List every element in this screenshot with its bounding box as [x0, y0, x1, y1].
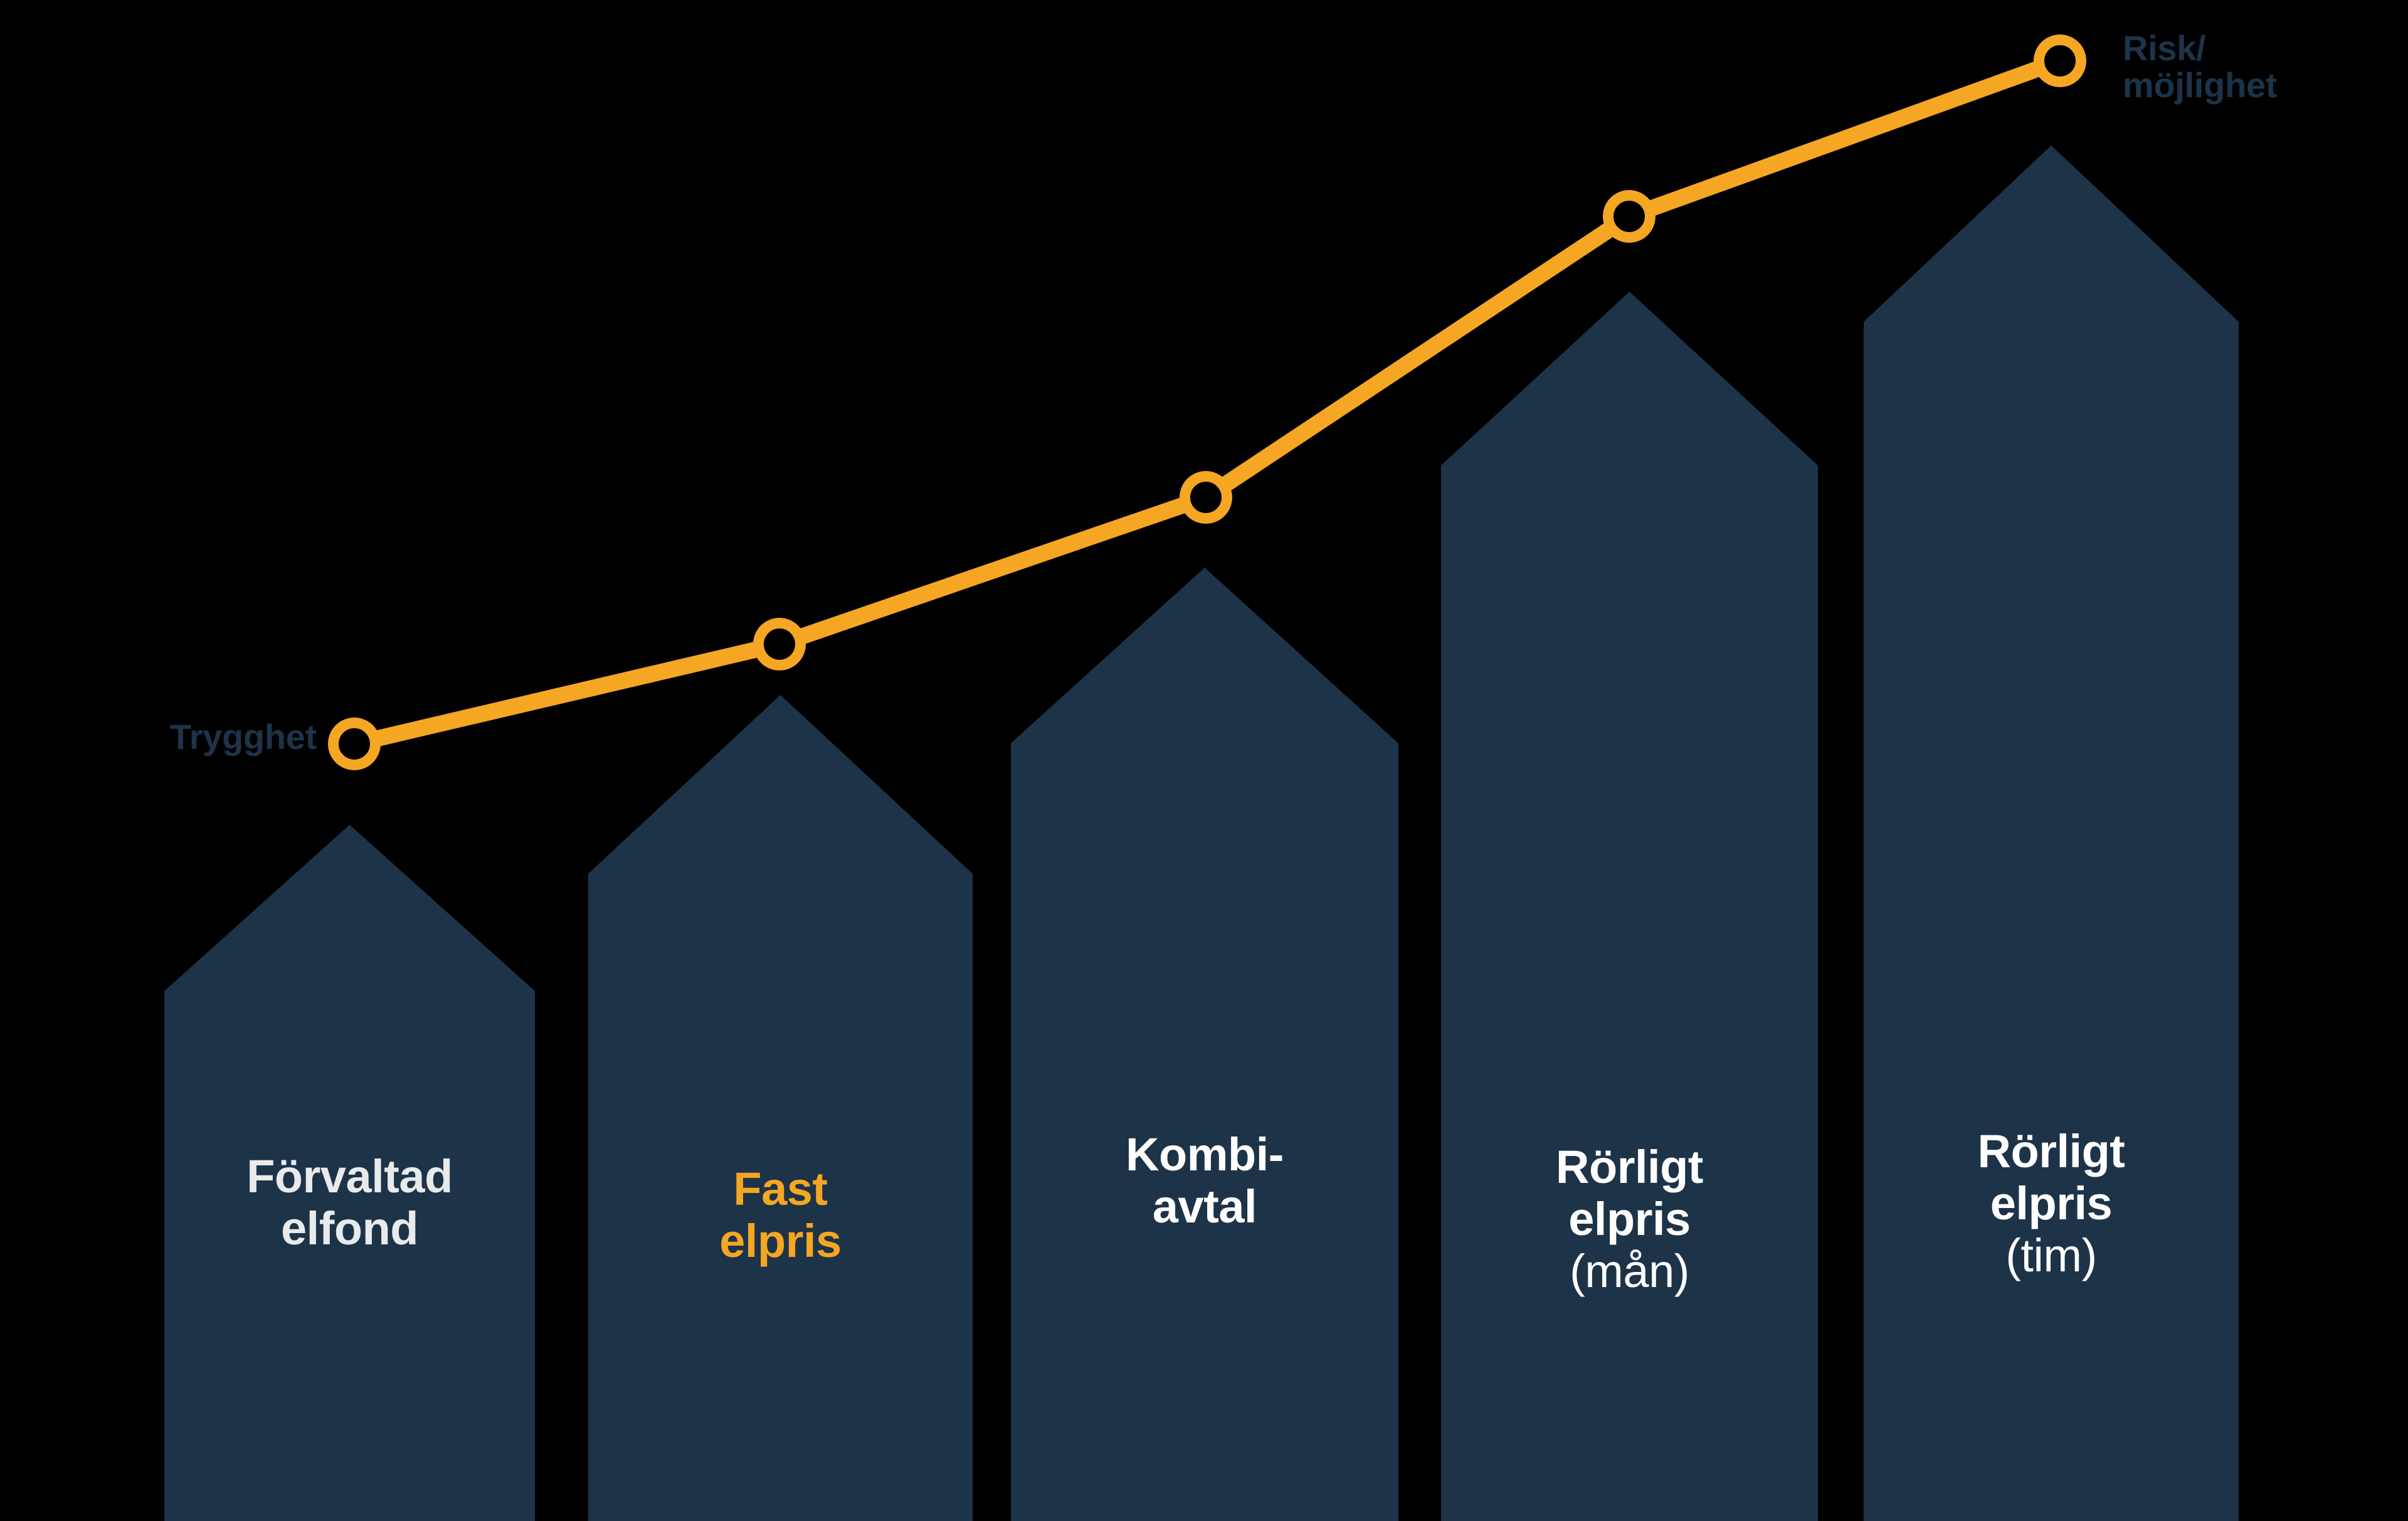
line-marker-rorligt-elpris-tim[interactable]: [2034, 34, 2086, 87]
bar-label-forvaltad-elfond-line-1: Förvaltad: [246, 1150, 453, 1202]
line-marker-fast-elpris[interactable]: [753, 618, 806, 670]
bar-label-rorligt-elpris-tim-line-1: Rörligt: [1977, 1125, 2125, 1177]
bar-label-forvaltad-elfond-line-2: elfond: [281, 1202, 418, 1254]
risk-label-line2: möjlighet: [2123, 65, 2278, 105]
bar-label-rorligt-elpris-man-line-3: (mån): [1570, 1244, 1689, 1297]
bar-label-kombi-avtal-line-1: Kombi-: [1126, 1128, 1284, 1180]
bar-rorligt-elpris-man[interactable]: [1441, 292, 1818, 1521]
bar-label-rorligt-elpris-tim-line-3: (tim): [2005, 1229, 2097, 1281]
trygghet-endpoint-label: Trygghet: [169, 717, 317, 756]
bars-group: [164, 146, 2239, 1521]
risk-line-series: [328, 34, 2086, 770]
bar-fast-elpris[interactable]: [588, 695, 973, 1521]
bar-label-fast-elpris-line-1: Fast: [733, 1163, 828, 1215]
trygghet-label-text: Trygghet: [169, 717, 317, 756]
bar-label-rorligt-elpris-tim-line-2: elpris: [1990, 1177, 2113, 1229]
risk-label-line1: Risk/: [2123, 28, 2206, 68]
line-marker-rorligt-elpris-man[interactable]: [1603, 190, 1656, 243]
bar-label-fast-elpris-line-2: elpris: [719, 1214, 842, 1267]
risk-endpoint-label: Risk/ möjlighet: [2123, 28, 2278, 105]
bar-label-rorligt-elpris-man-line-2: elpris: [1568, 1192, 1691, 1245]
line-marker-kombi-avtal[interactable]: [1180, 471, 1232, 524]
bar-label-rorligt-elpris-man-line-1: Rörligt: [1556, 1141, 1703, 1193]
bar-kombi-avtal[interactable]: [1011, 568, 1398, 1521]
bar-label-kombi-avtal-line-2: avtal: [1152, 1180, 1257, 1232]
bar-forvaltad-elfond[interactable]: [164, 825, 535, 1521]
bar-rorligt-elpris-tim[interactable]: [1864, 146, 2239, 1521]
risk-line-markers: [328, 34, 2086, 770]
bar-label-kombi-avtal: Kombi-avtal: [1011, 1128, 1398, 1233]
line-marker-forvaltad-elfond[interactable]: [328, 718, 381, 770]
